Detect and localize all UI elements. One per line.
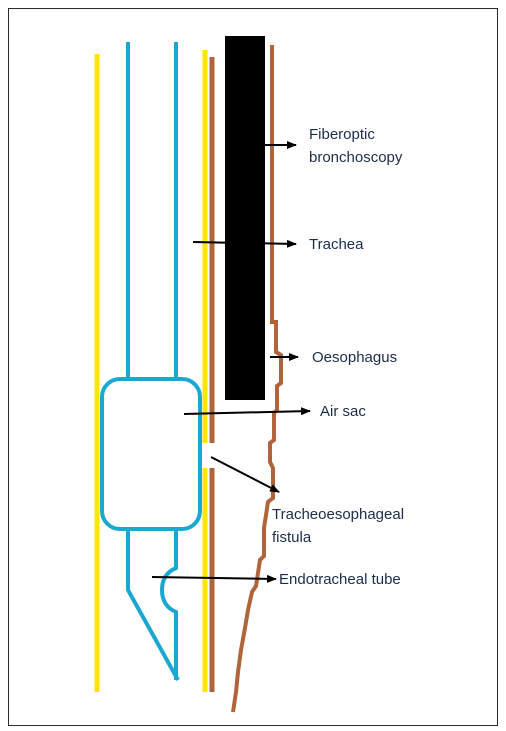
label-fiberoptic-line1: Fiberoptic: [309, 126, 375, 143]
label-oesophagus: Oesophagus: [312, 349, 397, 366]
label-fistula-line1: Tracheoesophageal: [272, 506, 404, 523]
tube-wall-left-lower: [128, 528, 178, 680]
bronchoscope: [225, 36, 265, 400]
label-trachea: Trachea: [309, 236, 364, 253]
label-fiberoptic-line2: bronchoscopy: [309, 149, 403, 166]
label-endotracheal-tube: Endotracheal tube: [279, 571, 401, 588]
air-sac-cuff: [102, 379, 200, 529]
label-air-sac: Air sac: [320, 403, 366, 420]
arrow-trachea: [193, 242, 296, 244]
label-fistula-line2: fistula: [272, 529, 312, 546]
